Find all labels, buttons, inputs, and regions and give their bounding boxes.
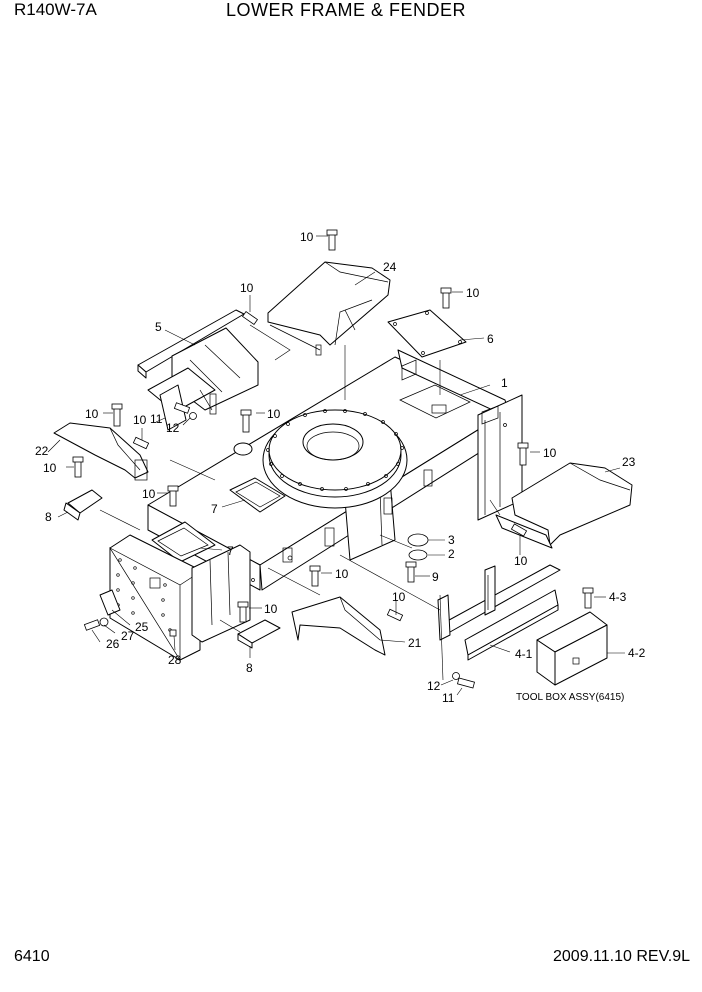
bracket-8b (237, 619, 281, 649)
fender-23 (495, 462, 633, 549)
tool-box-note: TOOL BOX ASSY(6415) (516, 692, 624, 703)
callout-6: 6 (487, 332, 494, 346)
callout-10: 10 (133, 413, 147, 427)
callout-12: 12 (427, 679, 441, 693)
callout-2: 2 (448, 547, 455, 561)
callout-7: 7 (211, 502, 218, 516)
step-4-1 (437, 564, 561, 661)
model-code: R140W-7A (14, 0, 97, 19)
bracket-8a (63, 489, 103, 521)
callout-9: 9 (432, 570, 439, 584)
callout-8: 8 (246, 661, 253, 675)
callout-4-2: 4-2 (628, 646, 646, 660)
callout-10: 10 (85, 407, 99, 421)
callout-4-3: 4-3 (609, 590, 627, 604)
swing-ring (233, 409, 408, 509)
callout-27: 27 (121, 629, 135, 643)
callout-10: 10 (240, 281, 254, 295)
callout-26: 26 (106, 637, 120, 651)
callout-10: 10 (466, 286, 480, 300)
callout-10: 10 (392, 590, 406, 604)
callout-22: 22 (35, 444, 49, 458)
callout-11: 11 (150, 412, 163, 426)
leader-lines (47, 235, 625, 696)
callout-10: 10 (514, 554, 528, 568)
callout-8: 8 (45, 510, 52, 524)
fender-21 (291, 596, 386, 656)
callout-10: 10 (335, 567, 349, 581)
callout-28: 28 (168, 653, 182, 667)
callout-4-1: 4-1 (515, 647, 533, 661)
cover-6 (387, 309, 467, 358)
callout-3: 3 (448, 533, 455, 547)
callout-1: 1 (501, 376, 508, 390)
callout-7: 7 (227, 544, 234, 558)
callout-24: 24 (383, 260, 397, 274)
top-cover-24 (267, 261, 391, 356)
cover-plate-7a (229, 477, 286, 513)
callout-25: 25 (135, 620, 149, 634)
callout-21: 21 (408, 636, 422, 650)
callout-5: 5 (155, 320, 162, 334)
callout-10: 10 (264, 602, 278, 616)
page-number: 6410 (14, 948, 50, 965)
page-title: LOWER FRAME & FENDER (226, 0, 467, 20)
callout-12: 12 (166, 421, 180, 435)
end-plate (99, 534, 251, 662)
callout-10: 10 (300, 230, 314, 244)
tool-box-4-2 (536, 611, 608, 686)
callout-10: 10 (543, 446, 557, 460)
callout-10: 10 (142, 487, 156, 501)
callout-10: 10 (267, 407, 281, 421)
cover-plate-7b (151, 521, 216, 563)
callout-23: 23 (622, 455, 636, 469)
fender-22 (53, 422, 149, 481)
callout-11: 11 (442, 691, 455, 705)
bolts (72, 229, 594, 689)
callout-10: 10 (43, 461, 57, 475)
date-revision: 2009.11.10 REV.9L (553, 948, 691, 965)
callouts: 10 24 10 10 5 6 1 10 10 10 11 12 22 10 1… (35, 230, 646, 705)
